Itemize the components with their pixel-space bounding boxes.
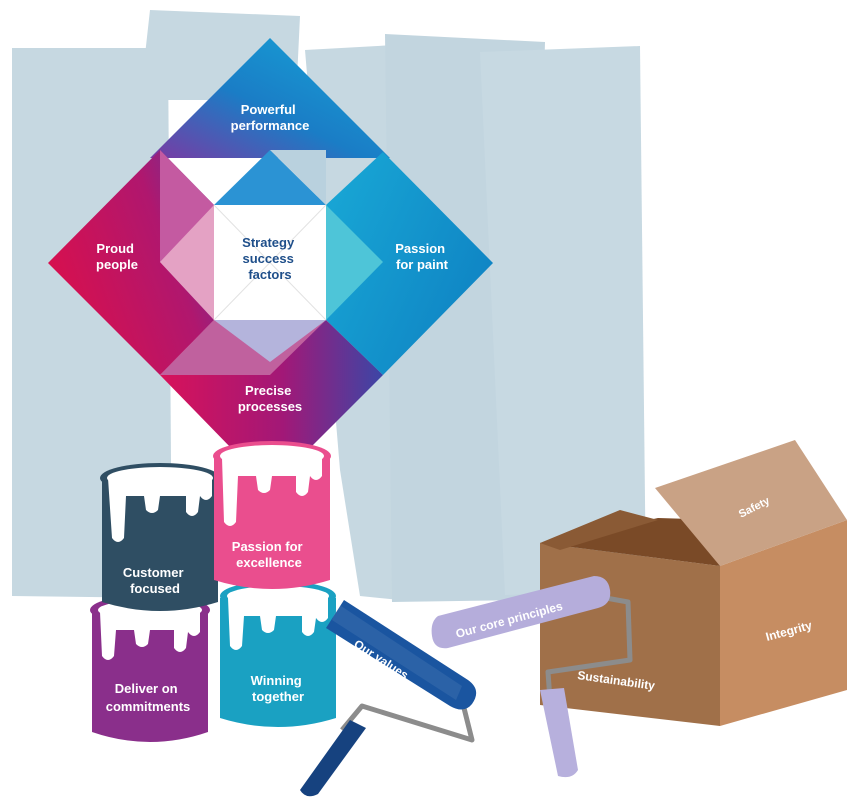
- paint-can-deliver: [90, 595, 210, 742]
- top-factor-label: Powerful performance: [231, 102, 310, 133]
- paint-can-customer: [100, 463, 220, 611]
- diamond-inner-top-cut: [270, 150, 326, 205]
- passion-can-label: Passion for excellence: [232, 539, 306, 570]
- center-cross-line: [213, 204, 327, 321]
- right-factor-label: Passion for paint: [395, 241, 448, 272]
- diamond-quadrant-right: [326, 152, 493, 375]
- center-label: Strategy success factors: [242, 235, 298, 282]
- principles-roller: [431, 576, 633, 778]
- paint-can-passion: [213, 441, 331, 589]
- backdrop-swatch: [480, 46, 646, 595]
- diamond-quadrant-top: [150, 38, 390, 158]
- left-factor-label: Proud people: [96, 241, 138, 272]
- diamond-inner-left-light: [160, 205, 214, 320]
- bottom-factor-label: Precise processes: [238, 383, 302, 414]
- deliver-can-label: Deliver on commitments: [106, 681, 191, 714]
- winning-can-label: Winning together: [251, 673, 306, 704]
- diamond-inner-right: [326, 205, 383, 320]
- strategy-diamond: [48, 38, 493, 488]
- paint-can-winning: [220, 581, 336, 727]
- values-roller: [300, 600, 477, 797]
- diamond-inner-bottom-light: [214, 320, 326, 362]
- customer-can-label: Customer focused: [123, 565, 187, 596]
- diamond-inner-top: [214, 150, 326, 205]
